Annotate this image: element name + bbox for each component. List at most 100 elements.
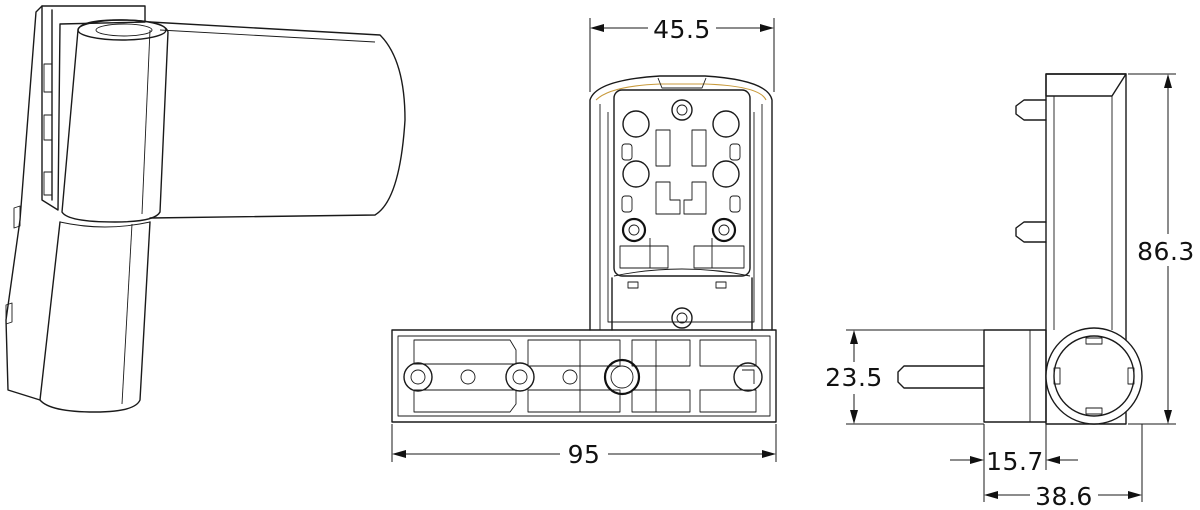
- iso-barrel-top-inner: [95, 23, 153, 37]
- iso-tab-2: [43, 114, 53, 141]
- front-step-tab-1: [627, 281, 639, 289]
- side-barrel-key-top: [1085, 337, 1103, 345]
- dim-top-width-label: 45.5: [653, 15, 711, 44]
- base-pocket-1b: [413, 389, 517, 413]
- iso-upper-barrel: [61, 19, 169, 223]
- front-screw-hole-left: [621, 217, 647, 243]
- front-base-inner: [397, 335, 771, 417]
- iso-pin-1: [13, 205, 21, 229]
- base-hole-1: [403, 362, 433, 392]
- dim-barrel-arrow-left: [970, 456, 984, 464]
- front-hole-mr: [712, 160, 740, 188]
- front-screw-hole-left-inner: [628, 224, 640, 236]
- dim-pin-arrow-bottom: [850, 410, 858, 424]
- front-view: 45.5: [391, 15, 777, 469]
- dim-height-label: 86.3: [1137, 237, 1195, 266]
- side-pin-lower: [1015, 221, 1047, 243]
- front-screw-hole-bottom: [671, 307, 693, 329]
- dim-height-arrow-top: [1164, 74, 1172, 88]
- iso-lower-barrel: [39, 221, 151, 413]
- front-screw-hole-bottom-inner: [676, 312, 688, 324]
- front-plate-rim: [595, 83, 767, 101]
- front-slot-1: [655, 129, 671, 167]
- side-pin-upper: [1015, 99, 1047, 121]
- dim-base-width-label: 95: [568, 440, 601, 469]
- dim-depth-arrow-left: [984, 491, 998, 499]
- base-hole-2-inner: [512, 369, 528, 385]
- front-hole-ml: [622, 160, 650, 188]
- front-plate-inner-frame: [607, 112, 755, 323]
- dim-height-arrow-bottom: [1164, 410, 1172, 424]
- base-pocket-4b: [699, 389, 757, 413]
- front-slot-3: [655, 181, 681, 215]
- front-step-sides: [611, 277, 753, 331]
- dim-base-arrow-right: [762, 450, 776, 458]
- iso-back-plate-edge: [5, 5, 43, 401]
- base-pocket-3a: [631, 339, 691, 367]
- iso-leaf-wing-edge: [159, 29, 376, 43]
- front-hole-tl: [622, 110, 650, 138]
- dim-barrel-arrow-right: [1046, 456, 1060, 464]
- isometric-view: [5, 5, 406, 413]
- base-pocket-1a: [413, 339, 517, 365]
- iso-pin-2: [5, 302, 13, 325]
- front-small-slot-3: [621, 195, 633, 213]
- front-step-curve: [613, 268, 751, 277]
- front-pocket-br: [693, 245, 745, 269]
- iso-barrel-joint: [59, 221, 151, 228]
- side-leaf-block: [983, 329, 1047, 423]
- dim-top-arrow-right: [760, 24, 774, 32]
- front-slot-2: [691, 129, 707, 167]
- side-barrel-fill: [1046, 328, 1142, 424]
- front-screw-hole-right: [711, 217, 737, 243]
- iso-lower-barrel-highlight: [121, 223, 133, 405]
- iso-barrel-top: [77, 19, 167, 41]
- base-pocket-3b: [631, 389, 691, 413]
- side-barrel-outer: [1045, 327, 1143, 425]
- front-pocket-bl: [619, 245, 669, 269]
- dim-pin-arrow-top: [850, 330, 858, 344]
- base-pocket-2a: [527, 339, 621, 367]
- front-pocket-dividers: [649, 238, 713, 268]
- front-small-slot-2: [729, 143, 741, 161]
- front-screw-hole-top: [671, 99, 693, 121]
- base-hole-small-1: [460, 369, 476, 385]
- front-top-notch: [657, 77, 707, 89]
- front-base-plate: [391, 329, 777, 423]
- front-slot-4: [683, 181, 707, 215]
- base-hole-4-mark: [742, 369, 755, 384]
- front-step-tab-2: [715, 281, 727, 289]
- side-view: 86.3 23.5 15.7 38.6: [825, 73, 1195, 510]
- dim-base-arrow-left: [392, 450, 406, 458]
- dim-barrel-offset-label: 15.7: [986, 447, 1044, 476]
- iso-tab-1: [43, 63, 53, 93]
- front-hole-tr: [712, 110, 740, 138]
- iso-back-plate-top: [41, 5, 146, 211]
- side-barrel-key-left: [1053, 367, 1061, 385]
- base-pocket-2b: [527, 389, 621, 413]
- dim-depth-label: 38.6: [1035, 482, 1093, 510]
- side-plate-top: [1045, 73, 1127, 97]
- base-hole-small-2: [562, 369, 578, 385]
- front-screw-hole-top-inner: [676, 104, 688, 116]
- side-mounting-pin: [897, 365, 985, 389]
- front-upper-plate: [589, 75, 773, 331]
- base-pocket-4a: [699, 339, 757, 367]
- front-small-slot-1: [621, 143, 633, 161]
- side-barrel-key-bottom: [1085, 407, 1103, 415]
- base-hole-4: [733, 362, 763, 392]
- base-hole-2: [505, 362, 535, 392]
- base-hole-3: [603, 358, 641, 396]
- front-small-slot-4: [729, 195, 741, 213]
- front-screw-hole-right-inner: [718, 224, 730, 236]
- iso-leaf-wing: [149, 21, 406, 219]
- side-barrel-key-right: [1127, 367, 1135, 385]
- iso-barrel-highlight: [141, 29, 151, 215]
- dim-pin-offset-label: 23.5: [825, 363, 883, 392]
- base-hole-1-inner: [410, 369, 426, 385]
- iso-tab-3: [43, 171, 53, 196]
- front-pocket-field: [613, 89, 751, 277]
- dim-top-arrow-left: [590, 24, 604, 32]
